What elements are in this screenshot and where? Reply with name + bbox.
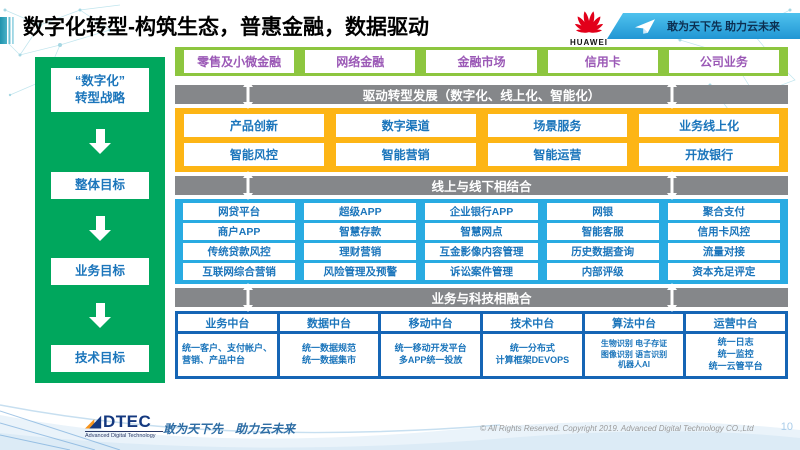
capability-item: 产品创新 — [184, 114, 324, 137]
business-line: 金融市场 — [426, 50, 537, 73]
application-item: 资本充足评定 — [667, 263, 780, 280]
platform-body: 统一移动开发平台 多APP统一投放 — [394, 343, 467, 365]
up-down-arrow-icon — [243, 80, 253, 109]
up-down-arrow-icon — [667, 80, 677, 109]
middle-platform-section: 业务中台 统一客户、支付帐户、营销、产品中台 数据中台 统一数据规范 统一数据集… — [175, 311, 788, 379]
dtec-logo: DTEC Advanced Digital Technology — [85, 413, 163, 439]
page-number: 10 — [780, 421, 793, 433]
application-item: 互金影像内容管理 — [425, 243, 538, 260]
banner-drive-transformation: 驱动转型发展（数字化、线上化、智能化） — [175, 80, 788, 109]
business-lines-row: 零售及小微金融 网络金融 金融市场 信用卡 公司业务 — [175, 47, 788, 76]
application-item: 智能客服 — [546, 223, 659, 240]
platform-column-data: 数据中台 统一数据规范 统一数据集市 — [279, 314, 379, 376]
platform-column-business: 业务中台 统一客户、支付帐户、营销、产品中台 — [178, 314, 277, 376]
title-accent-bar-icon — [0, 17, 14, 44]
business-line: 零售及小微金融 — [184, 50, 295, 73]
footer-slogan: 敢为天下先 助力云未来 — [163, 422, 296, 436]
banner-online-offline: 线上与线下相结合 — [175, 171, 788, 200]
platform-column-algorithm: 算法中台 生物识别 电子存证 图像识别 语言识别 机器人AI — [584, 314, 684, 376]
platform-column-mobile: 移动中台 统一移动开发平台 多APP统一投放 — [381, 314, 480, 376]
down-arrow-icon — [89, 129, 111, 155]
application-item: 理财营销 — [304, 243, 417, 260]
capability-item: 数字渠道 — [335, 114, 476, 137]
application-item: 诉讼案件管理 — [425, 263, 538, 280]
application-item: 智慧网点 — [425, 223, 538, 240]
application-item: 信用卡风控 — [667, 223, 780, 240]
copyright-text: © All Rights Reserved. Copyright 2019. A… — [480, 424, 754, 433]
dtec-wordmark: DTEC — [103, 412, 152, 431]
capability-row: 智能风控 智能营销 智能运营 开放银行 — [184, 143, 779, 166]
up-down-arrow-icon — [667, 171, 677, 200]
header-slogan-banner: 敢为天下先 助力云未来 — [607, 13, 800, 39]
application-item: 流量对接 — [667, 243, 780, 260]
platform-header: 业务中台 — [178, 314, 277, 334]
application-item: 智慧存款 — [304, 223, 417, 240]
platform-header: 移动中台 — [381, 314, 480, 334]
down-arrow-icon — [89, 215, 111, 241]
application-item: 历史数据查询 — [546, 243, 659, 260]
banner-business-tech-fusion: 业务与科技相融合 — [175, 283, 788, 312]
platform-column-tech: 技术中台 统一分布式 计算框架DEVOPS — [482, 314, 582, 376]
platform-header: 运营中台 — [686, 314, 785, 334]
platform-body: 统一日志 统一监控 统一云管平台 — [708, 337, 763, 371]
capability-item: 智能运营 — [487, 143, 628, 166]
dtec-caption: Advanced Digital Technology — [85, 431, 163, 439]
business-line: 网络金融 — [305, 50, 416, 73]
application-item: 传统贷款风控 — [183, 243, 296, 260]
application-grid: 网贷平台 超级APP 企业银行APP 网银 聚合支付 商户APP 智慧存款 智慧… — [175, 199, 788, 284]
application-item: 内部评级 — [546, 263, 659, 280]
strategy-flow-panel: “数字化” 转型战略 整体目标 业务目标 技术目标 — [35, 57, 165, 383]
banner-text: 业务与科技相融合 — [431, 292, 532, 306]
huawei-flower-icon — [574, 11, 604, 33]
capability-item: 业务线上化 — [639, 114, 779, 137]
application-item: 企业银行APP — [425, 203, 538, 220]
banner-text: 线上与线下相结合 — [431, 180, 532, 194]
capability-item: 智能营销 — [335, 143, 476, 166]
application-item: 网银 — [546, 203, 659, 220]
flow-step-business-goal: 业务目标 — [51, 258, 149, 286]
huawei-logo: HUAWEI — [566, 4, 612, 47]
platform-header: 技术中台 — [482, 314, 582, 334]
flow-step-tech-goal: 技术目标 — [51, 345, 149, 372]
flow-step-overall-goal: 整体目标 — [51, 171, 149, 199]
capability-item: 场景服务 — [487, 114, 628, 137]
business-line: 公司业务 — [668, 50, 780, 73]
huawei-wordmark: HUAWEI — [570, 38, 608, 47]
paper-plane-icon — [635, 18, 655, 34]
application-item: 互联网综合营销 — [183, 263, 296, 280]
up-down-arrow-icon — [243, 171, 253, 200]
application-item: 风险管理及预警 — [304, 263, 417, 280]
platform-header: 数据中台 — [279, 314, 379, 334]
business-line: 信用卡 — [547, 50, 658, 73]
main-diagram: 零售及小微金融 网络金融 金融市场 信用卡 公司业务 驱动转型发展（数字化、线上… — [175, 47, 788, 379]
platform-column-operations: 运营中台 统一日志 统一监控 统一云管平台 — [686, 314, 785, 376]
platform-body: 生物识别 电子存证 图像识别 语言识别 机器人AI — [600, 339, 668, 370]
platform-body: 统一客户、支付帐户、营销、产品中台 — [182, 343, 273, 365]
up-down-arrow-icon — [243, 283, 253, 312]
platform-body: 统一分布式 计算框架DEVOPS — [495, 343, 570, 365]
page-title: 数字化转型-构筑生态，普惠金融，数据驱动 — [23, 16, 429, 39]
application-item: 聚合支付 — [667, 203, 780, 220]
up-down-arrow-icon — [667, 283, 677, 312]
application-item: 超级APP — [304, 203, 417, 220]
platform-body: 统一数据规范 统一数据集市 — [301, 343, 356, 365]
application-item: 网贷平台 — [183, 203, 296, 220]
capability-item: 智能风控 — [184, 143, 324, 166]
capability-item: 开放银行 — [639, 143, 779, 166]
application-item: 商户APP — [183, 223, 296, 240]
flow-step-strategy: “数字化” 转型战略 — [51, 68, 149, 112]
platform-header: 算法中台 — [584, 314, 684, 334]
header-slogan-text: 敢为天下先 助力云未来 — [667, 21, 781, 33]
capability-section: 产品创新 数字渠道 场景服务 业务线上化 智能风控 智能营销 智能运营 开放银行 — [175, 108, 788, 172]
capability-row: 产品创新 数字渠道 场景服务 业务线上化 — [184, 114, 779, 137]
dtec-sail-icon — [85, 415, 102, 429]
banner-text: 驱动转型发展（数字化、线上化、智能化） — [362, 89, 601, 103]
down-arrow-icon — [89, 302, 111, 328]
